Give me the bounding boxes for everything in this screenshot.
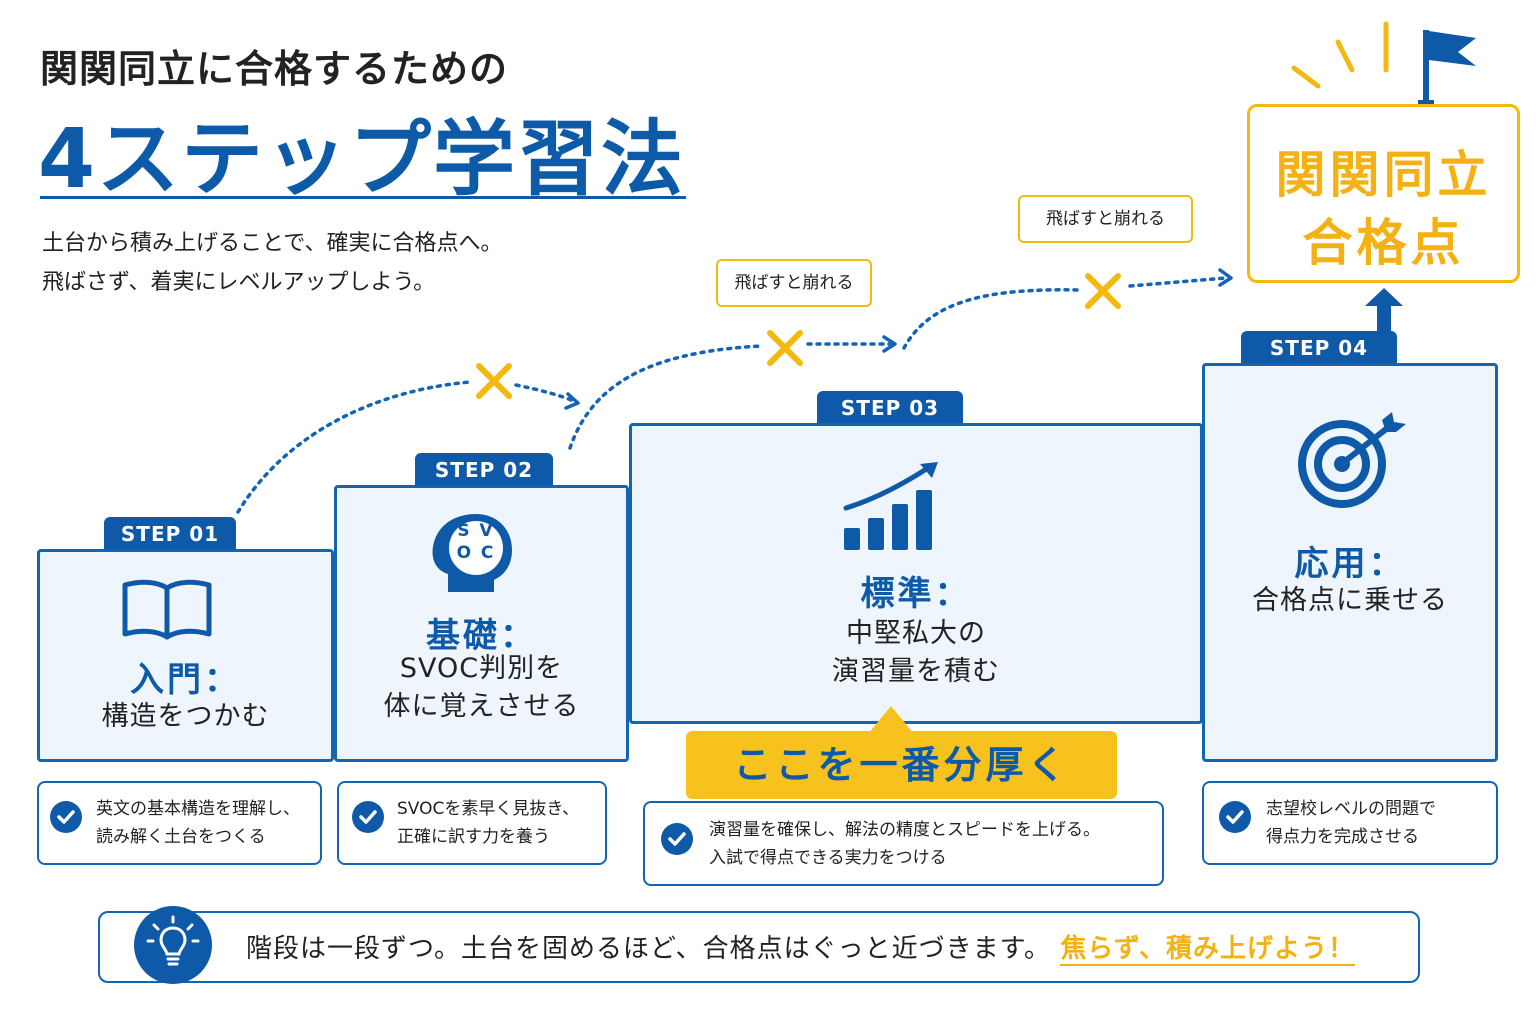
step-04-title: 応用： [1294, 544, 1406, 584]
card-line: 入試で得点できる実力をつける [709, 848, 947, 868]
step-02-description: SVOC判別を 体に覚えさせる [334, 650, 629, 726]
footer-main-text: 階段は一段ずつ。土台を固めるほど、合格点はぐっと近づきます。 [246, 934, 1052, 964]
footer-message: 階段は一段ずつ。土台を固めるほど、合格点はぐっと近づきます。 焦らず、積み上げよ… [246, 928, 1355, 966]
footer-banner [98, 911, 1420, 983]
card-line: 得点力を完成させる [1266, 827, 1419, 847]
step-02-title: 基礎： [426, 616, 537, 656]
arrowheads [564, 268, 1233, 410]
check-icon [50, 801, 82, 833]
svoc-text: S V [457, 521, 495, 541]
title-underline [40, 196, 686, 199]
step-03-card [643, 801, 1164, 886]
intro-line: 飛ばさず、着実にレベルアップしよう。 [42, 270, 436, 295]
head-silhouette-icon [432, 514, 512, 592]
skip-warning-tooltip: 飛ばすと崩れる [716, 259, 872, 307]
svoc-text: O C [456, 543, 496, 563]
check-icon [661, 823, 693, 855]
step-01-tab: STEP 01 [104, 517, 236, 551]
goal-rays [1291, 21, 1389, 89]
goal-line-2: 合格点 [1302, 214, 1465, 272]
desc-line: 構造をつかむ [101, 701, 270, 732]
desc-line: 体に覚えさせる [383, 691, 580, 722]
check-icon [352, 801, 384, 833]
skip-warning-tooltip: 飛ばすと崩れる [1018, 195, 1193, 243]
step-03-card-text: 演習量を確保し、解法の精度とスピードを上げる。 入試で得点できる実力をつける [709, 816, 1100, 872]
head-svoc-icon: S V O C [428, 512, 520, 592]
growth-chart-icon [843, 462, 938, 550]
jump-arrows [236, 276, 1228, 514]
desc-line: SVOC判別を [399, 653, 564, 684]
intro-text: 土台から積み上げることで、確実に合格点へ。 飛ばさず、着実にレベルアップしよう。 [42, 224, 502, 302]
footer-accent-text: 焦らず、積み上げよう！ [1060, 934, 1355, 966]
up-arrow-icon [1365, 288, 1403, 334]
step-01-card-text: 英文の基本構造を理解し、 読み解く土台をつくる [96, 795, 300, 851]
card-line: 正確に訳す力を養う [397, 827, 550, 847]
step-01-title: 入門： [130, 660, 241, 700]
step-04-card [1202, 781, 1498, 865]
lightbulb-icon [134, 906, 212, 984]
step-01-description: 構造をつかむ [37, 698, 334, 736]
check-icon [1219, 801, 1251, 833]
step-04-description: 合格点に乗せる [1202, 582, 1498, 620]
step-04-tab: STEP 04 [1241, 331, 1397, 365]
intro-line: 土台から積み上げることで、確実に合格点へ。 [42, 231, 503, 256]
desc-line: 演習量を積む [832, 656, 1000, 687]
card-line: SVOCを素早く見抜き、 [397, 799, 580, 819]
step-02-card-text: SVOCを素早く見抜き、 正確に訳す力を養う [397, 795, 579, 851]
card-line: 演習量を確保し、解法の精度とスピードを上げる。 [709, 820, 1100, 840]
card-line: 読み解く土台をつくる [96, 827, 266, 847]
goal-line-1: 関関同立 [1275, 146, 1492, 204]
step-01-card [37, 781, 322, 865]
card-line: 英文の基本構造を理解し、 [96, 799, 300, 819]
step-03-description: 中堅私大の 演習量を積む [629, 615, 1203, 691]
desc-line: 中堅私大の [846, 618, 986, 649]
card-line: 志望校レベルの問題で [1266, 799, 1436, 819]
step-04-panel [1202, 363, 1498, 762]
step-03-tab: STEP 03 [817, 391, 963, 425]
x-mark-icon [476, 273, 1121, 399]
open-book-icon [122, 579, 212, 640]
step-02-tab: STEP 02 [415, 453, 553, 487]
goal-box: 関関同立 合格点 [1247, 104, 1520, 283]
flag-icon [1418, 30, 1476, 106]
page-title: 4ステップ学習法 [38, 112, 686, 207]
desc-line: 合格点に乗せる [1252, 585, 1448, 616]
highlight-pointer-icon [868, 706, 914, 734]
step-04-card-text: 志望校レベルの問題で 得点力を完成させる [1266, 795, 1436, 851]
highlight-banner: ここを一番分厚く [686, 731, 1117, 799]
pretitle: 関関同立に合格するための [40, 47, 509, 91]
step-03-title: 標準： [860, 574, 972, 614]
target-icon [1298, 412, 1406, 508]
